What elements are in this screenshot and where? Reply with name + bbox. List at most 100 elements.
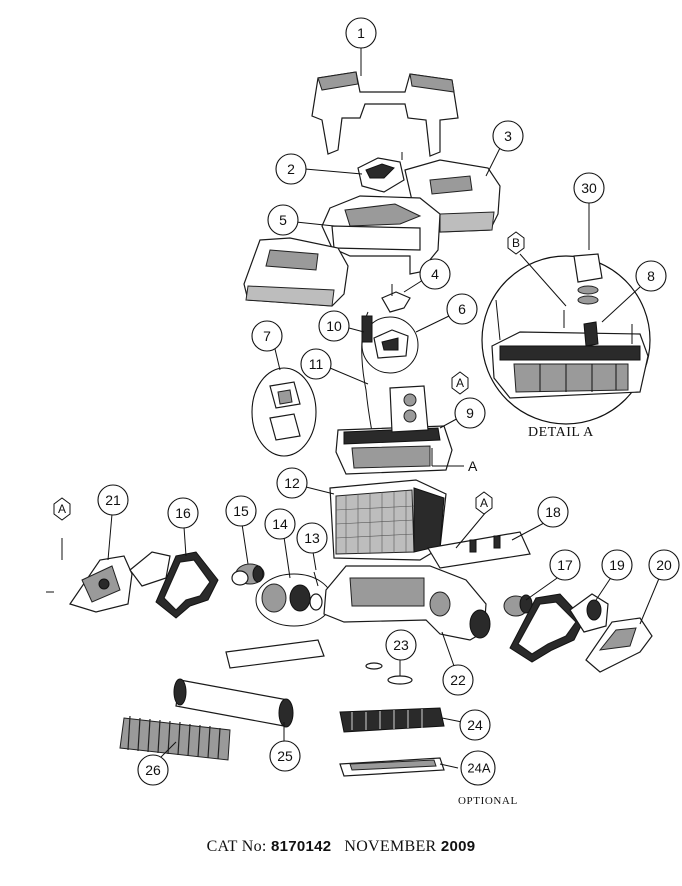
callout-3-label: 3 <box>504 128 512 144</box>
callout-13-label: 13 <box>304 530 320 546</box>
part-brush-bar <box>339 707 445 733</box>
callout-22-label: 22 <box>450 672 466 688</box>
part-top-housing <box>321 195 441 275</box>
part-impeller <box>365 662 413 685</box>
callout-25-label: 25 <box>277 748 293 764</box>
callout-11: 11 <box>300 348 332 380</box>
ref-a-right: A <box>475 491 493 515</box>
part-right-pulley <box>503 594 533 617</box>
callout-23-label: 23 <box>393 637 409 653</box>
callout-5-label: 5 <box>279 212 287 228</box>
callout-24: 24 <box>459 709 491 741</box>
part-cable <box>361 311 373 433</box>
part-chassis <box>323 565 491 641</box>
callout-4-label: 4 <box>431 266 439 282</box>
callout-24a: 24A <box>460 750 496 786</box>
callout-3: 3 <box>492 120 524 152</box>
callout-7-label: 7 <box>263 328 271 344</box>
callout-14: 14 <box>264 508 296 540</box>
part-filter-basket <box>329 479 447 561</box>
callout-9: 9 <box>454 397 486 429</box>
part-front-plate <box>225 639 325 669</box>
ref-b-label: B <box>512 236 520 250</box>
catalog-prefix: CAT No: <box>206 838 267 855</box>
catalog-month: NOVEMBER <box>344 838 437 855</box>
part-brush <box>119 715 231 761</box>
detail-a-view <box>481 253 651 425</box>
callout-24a-label: 24A <box>467 761 490 776</box>
part-wheels <box>255 573 333 627</box>
callout-9-label: 9 <box>466 405 474 421</box>
ref-a-left-label: A <box>58 502 66 516</box>
ref-a-right-label: A <box>480 496 488 510</box>
part-left-track <box>129 551 219 619</box>
callout-15-label: 15 <box>233 503 249 519</box>
callout-6-label: 6 <box>458 301 466 317</box>
callout-4: 4 <box>419 258 451 290</box>
callout-6: 6 <box>446 293 478 325</box>
callout-20-label: 20 <box>656 557 672 573</box>
callout-16: 16 <box>167 497 199 529</box>
callout-21-label: 21 <box>105 492 121 508</box>
callout-15: 15 <box>225 495 257 527</box>
section-marker-a: A <box>468 458 478 474</box>
callout-26: 26 <box>137 754 169 786</box>
callout-24-label: 24 <box>467 717 483 733</box>
callout-10: 10 <box>318 310 350 342</box>
callout-18: 18 <box>537 496 569 528</box>
part-rotor <box>357 152 405 193</box>
part-handle <box>311 71 459 157</box>
callout-2-label: 2 <box>287 161 295 177</box>
callout-20: 20 <box>648 549 680 581</box>
part-clip <box>381 284 411 313</box>
callout-18-label: 18 <box>545 504 561 520</box>
callout-30-label: 30 <box>581 180 597 196</box>
part-sensor-group <box>361 316 419 374</box>
callout-12: 12 <box>276 467 308 499</box>
part-side-plate <box>427 531 531 569</box>
part-left-side-assembly <box>46 538 133 613</box>
callout-26-label: 26 <box>145 762 161 778</box>
part-filter-clips <box>251 367 317 457</box>
part-right-track <box>509 593 609 663</box>
callout-14-label: 14 <box>272 516 288 532</box>
part-screw <box>313 571 319 587</box>
callout-23: 23 <box>385 629 417 661</box>
ref-a-left: A <box>53 497 71 521</box>
part-motor-unit <box>335 385 453 475</box>
callout-30: 30 <box>573 172 605 204</box>
catalog-number: 8170142 <box>270 838 332 855</box>
callout-8: 8 <box>635 260 667 292</box>
callout-12-label: 12 <box>284 475 300 491</box>
part-optional-bar <box>339 757 445 777</box>
catalog-year: 2009 <box>440 838 476 855</box>
ref-a-top-label: A <box>456 376 464 390</box>
part-left-cover <box>243 237 349 307</box>
callout-7: 7 <box>251 320 283 352</box>
callout-1: 1 <box>345 17 377 49</box>
detail-a-caption: DETAIL A <box>528 425 594 440</box>
callout-13: 13 <box>296 522 328 554</box>
optional-caption: OPTIONAL <box>458 795 518 807</box>
callout-17: 17 <box>549 549 581 581</box>
callout-19: 19 <box>601 549 633 581</box>
callout-2: 2 <box>275 153 307 185</box>
callout-8-label: 8 <box>647 268 655 284</box>
part-pulley <box>231 563 265 586</box>
part-roller-tube <box>173 678 294 728</box>
ref-a-top: A <box>451 371 469 395</box>
callout-22: 22 <box>442 664 474 696</box>
callout-21: 21 <box>97 484 129 516</box>
callout-16-label: 16 <box>175 505 191 521</box>
callout-11-label: 11 <box>309 356 324 372</box>
callout-10-label: 10 <box>326 318 342 334</box>
ref-b: B <box>507 231 525 255</box>
callout-1-label: 1 <box>357 25 365 41</box>
catalog-footer: CAT No: 8170142 NOVEMBER 2009 <box>0 838 682 856</box>
part-right-side-plate <box>585 617 653 673</box>
callout-5: 5 <box>267 204 299 236</box>
callout-19-label: 19 <box>609 557 625 573</box>
callout-25: 25 <box>269 740 301 772</box>
callout-17-label: 17 <box>557 557 573 573</box>
